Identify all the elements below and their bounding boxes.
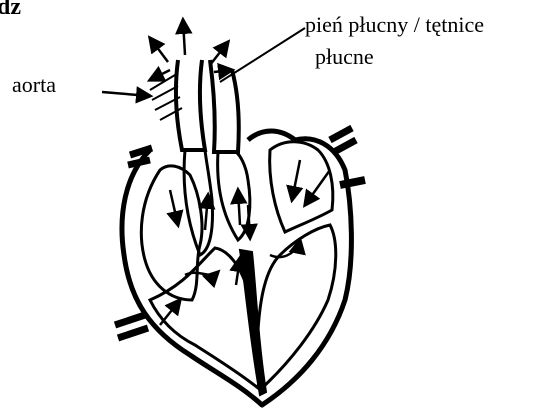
flow-arrow-up-2	[150, 38, 168, 62]
pulmonary-leader-line	[220, 28, 305, 82]
flow-arrow-up-tube-1	[205, 195, 208, 230]
valve-tube-right	[218, 152, 250, 240]
vena-cava-inferior	[115, 315, 148, 338]
flow-arrow-left-vein	[305, 170, 330, 205]
pulmonary-vein-right-mid	[340, 180, 365, 185]
flow-arrow-up-1	[183, 20, 185, 55]
flow-arrow-up-5	[214, 70, 232, 72]
flow-arrow-leader-aorta	[102, 92, 150, 96]
vena-cava-superior	[128, 148, 152, 165]
aorta-vessel	[176, 60, 205, 150]
interventricular-septum	[240, 250, 266, 395]
heart-outer-wall	[122, 131, 351, 405]
flow-arrow-up-tube-2	[238, 190, 240, 225]
flow-arrow-up-3	[150, 70, 170, 80]
pulmonary-trunk-label-line1: pień płucny / tętnice	[305, 12, 484, 38]
aorta-label: aorta	[12, 72, 56, 98]
flow-arrow-lower-left	[160, 300, 180, 325]
pulmonary-trunk-label-line2: płucne	[315, 44, 374, 70]
flow-arrow-up-4	[210, 42, 228, 65]
pulmonary-vein-right-top	[330, 128, 356, 152]
corner-fragment-text: dz	[0, 0, 21, 20]
left-atrium-wall	[270, 142, 333, 232]
flow-arrow-ra-down	[170, 190, 178, 225]
flow-arrow-la-down	[292, 160, 300, 200]
